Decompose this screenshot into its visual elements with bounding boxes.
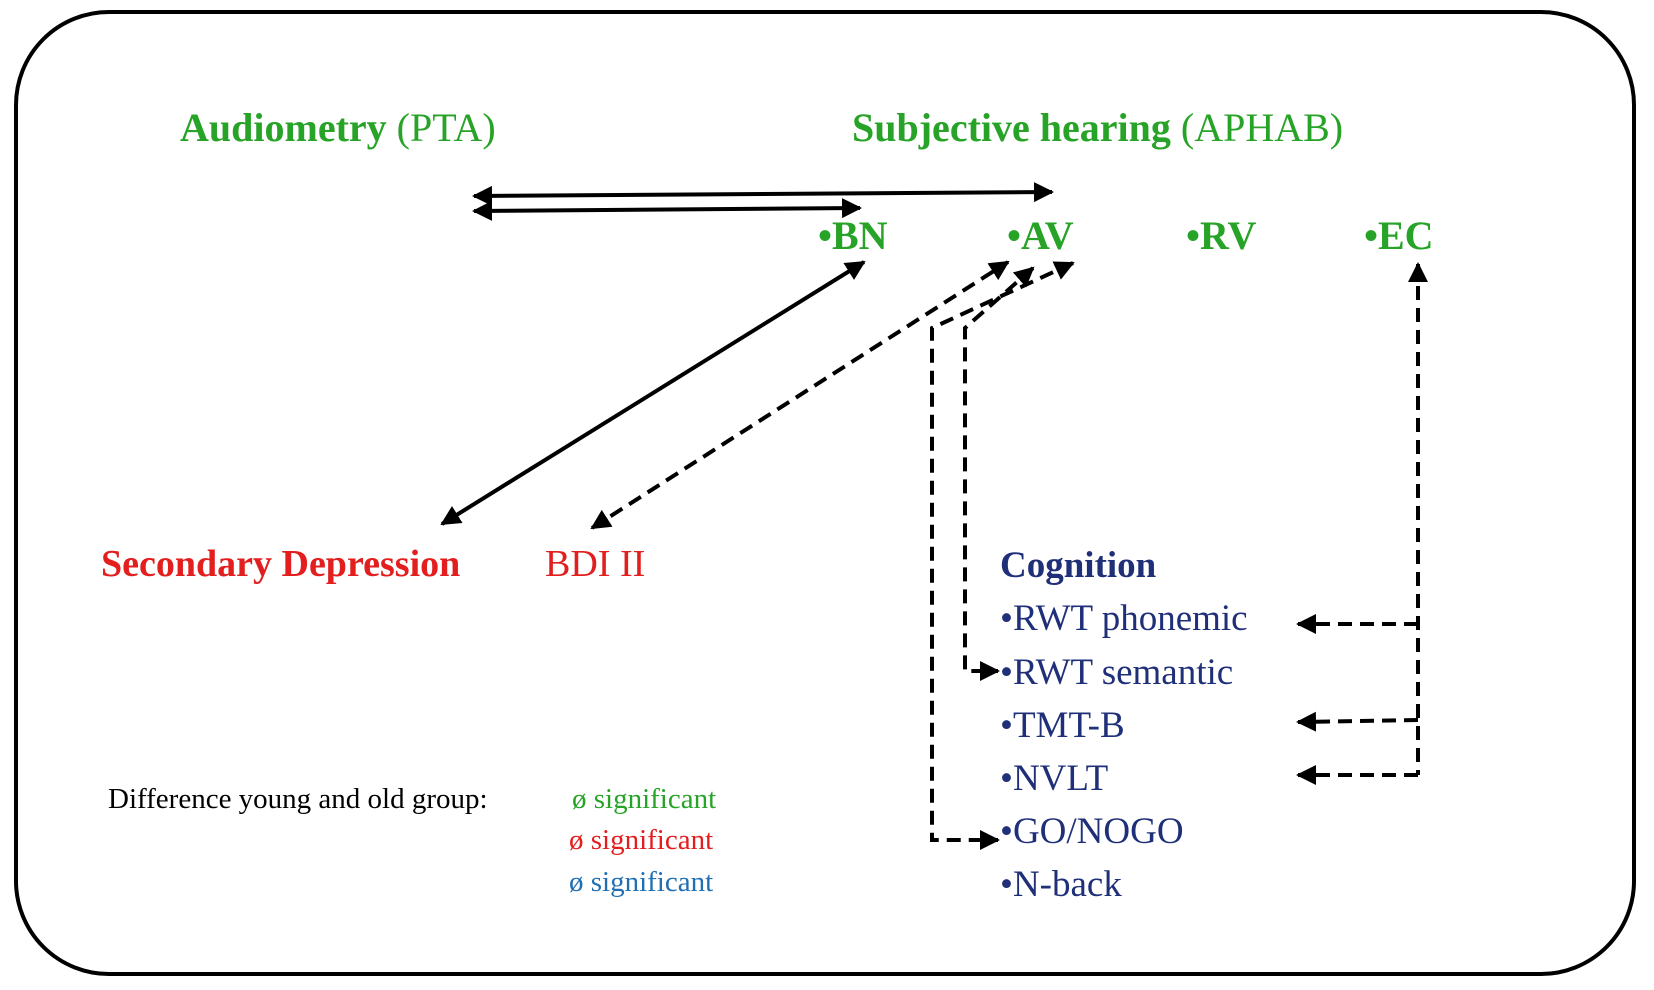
legend-label: Difference young and old group:	[108, 783, 488, 815]
subjective-hearing-title: Subjective hearing	[852, 105, 1171, 150]
subscale-ec: •EC	[1364, 213, 1434, 258]
legend-item-cognition: ø significant	[569, 866, 714, 898]
subjective-hearing-label: Subjective hearing (APHAB)	[852, 108, 1343, 148]
arrow-av-rwt-semantic	[963, 266, 1035, 681]
diagram-frame	[14, 10, 1636, 976]
arrow-audiometry-bn	[472, 198, 862, 221]
audiometry-title: Audiometry	[180, 105, 387, 150]
legend-item-hearing: ø significant	[572, 783, 717, 815]
subscale-bn: •BN	[818, 213, 888, 258]
audiometry-measure: (PTA)	[386, 105, 496, 150]
arrow-ec-tmt-b	[1296, 711, 1419, 732]
arrow-av-go-nogo	[930, 261, 1075, 850]
cognition-item-n-back: •N-back	[1000, 864, 1122, 905]
audiometry-label: Audiometry (PTA)	[180, 108, 496, 148]
subjective-hearing-measure: (APHAB)	[1170, 105, 1344, 150]
subscale-rv: •RV	[1186, 213, 1257, 258]
depression-title: Secondary Depression	[101, 543, 461, 585]
subscale-av: •AV	[1007, 213, 1074, 258]
depression-measure: BDI II	[545, 543, 646, 585]
arrow-av-bdi	[590, 260, 1010, 530]
legend-item-depression: ø significant	[569, 824, 714, 856]
arrow-audiometry-subjective	[472, 182, 1054, 206]
